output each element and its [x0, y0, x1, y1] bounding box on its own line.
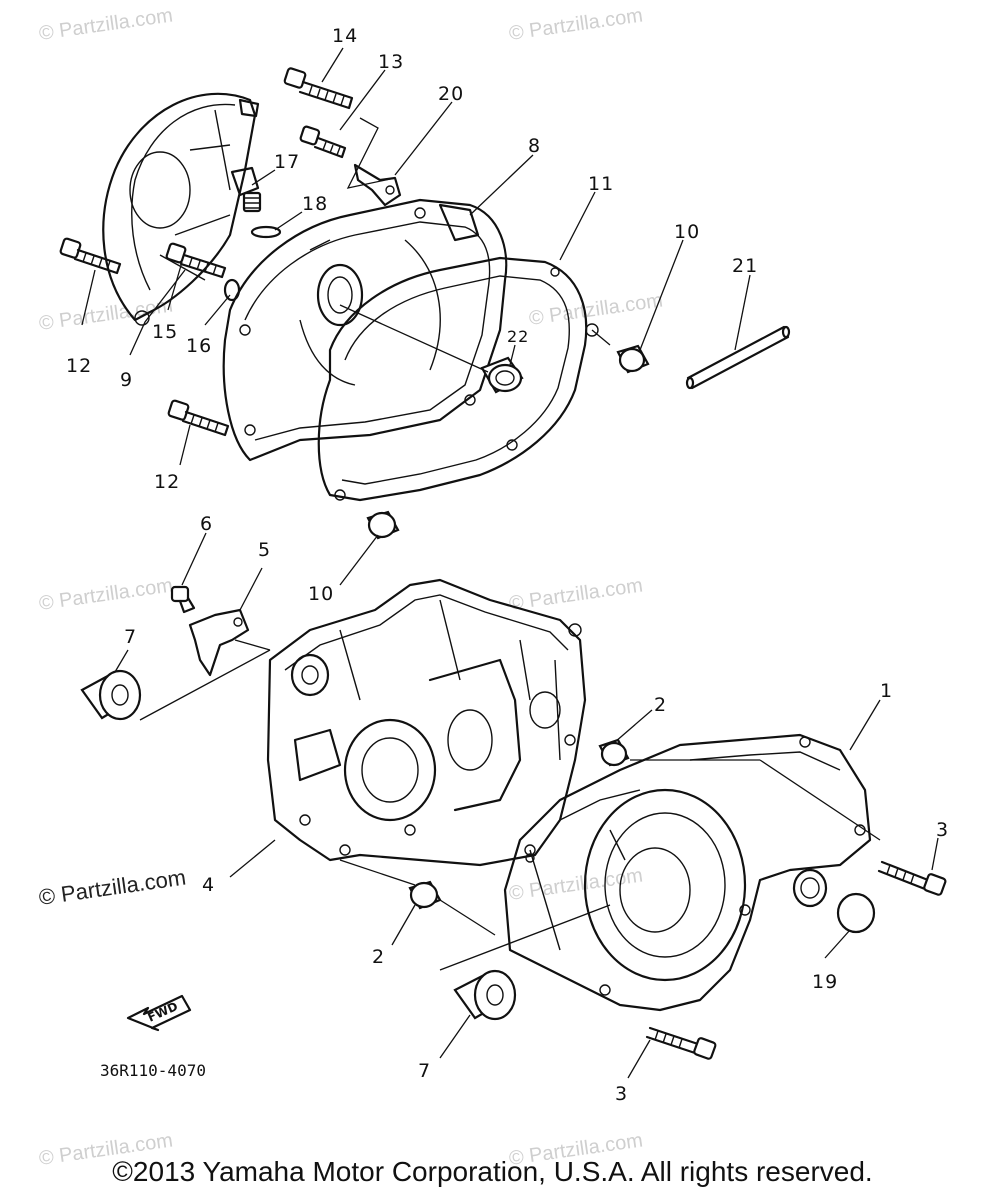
copyright-notice: ©2013 Yamaha Motor Corporation, U.S.A. A… — [112, 1156, 873, 1187]
watermark: © Partzilla.com — [38, 4, 175, 45]
part-10-collar-upper — [616, 344, 650, 374]
part-22-bearing — [480, 356, 524, 394]
part-2-collar-upper — [598, 738, 630, 767]
fwd-arrow-icon: FWD — [126, 994, 192, 1032]
part-label: 11 — [588, 173, 614, 195]
part-label: 21 — [732, 255, 758, 277]
part-3-bolt-right — [877, 860, 947, 896]
part-1-crankcase-right — [503, 733, 872, 1012]
part-11-gasket — [317, 256, 599, 502]
part-label: 9 — [120, 369, 133, 391]
part-label: 3 — [936, 819, 949, 841]
part-3-bolt-lower — [645, 1026, 717, 1060]
watermark: © Partzilla.com — [508, 574, 645, 615]
part-label: 5 — [258, 539, 271, 561]
watermark-strong: © Partzilla.com — [37, 865, 187, 910]
part-label: 1 — [880, 680, 893, 702]
leader-lines-upper — [81, 47, 751, 586]
watermark: © Partzilla.com — [528, 289, 665, 330]
part-17-plug — [230, 166, 262, 213]
part-label: 10 — [308, 583, 334, 605]
part-5-bracket — [188, 608, 250, 677]
part-label: 3 — [615, 1083, 628, 1105]
part-labels: 14 13 20 8 17 18 11 10 21 12 9 15 16 22 … — [66, 25, 949, 1105]
part-9-cover-plate — [102, 92, 260, 326]
part-label: 16 — [186, 335, 212, 357]
part-label: 2 — [654, 694, 667, 716]
part-8-crankcase-cover — [222, 198, 508, 462]
part-20-bracket — [353, 163, 402, 207]
part-label: 18 — [302, 193, 328, 215]
part-label: 10 — [674, 221, 700, 243]
part-label: 13 — [378, 51, 404, 73]
part-label: 12 — [66, 355, 92, 377]
part-label: 7 — [418, 1060, 431, 1082]
part-14-bolt — [283, 67, 354, 110]
part-13-bolt — [299, 125, 347, 159]
part-label: 14 — [332, 25, 358, 47]
part-label: 17 — [274, 151, 300, 173]
part-label: 20 — [438, 83, 464, 105]
diagram-code: 36R110-4070 — [100, 1061, 206, 1080]
part-10-collar-lower — [366, 510, 400, 540]
part-label: 6 — [200, 513, 213, 535]
part-15-bolt — [165, 242, 227, 279]
part-label: 4 — [202, 874, 215, 896]
part-2-collar-lower — [408, 880, 442, 910]
part-7-damper-upper — [80, 669, 142, 721]
part-4-crankcase-left — [266, 578, 587, 867]
part-7-damper-lower — [453, 969, 517, 1021]
part-6-screw — [170, 585, 196, 614]
part-19-cap — [836, 892, 876, 934]
part-label: 12 — [154, 471, 180, 493]
part-label: 2 — [372, 946, 385, 968]
part-label: 19 — [812, 971, 838, 993]
part-label: 8 — [528, 135, 541, 157]
leader-lines-lower — [114, 532, 939, 1079]
part-label: 15 — [152, 321, 178, 343]
part-18-o-ring — [250, 225, 282, 239]
part-12-bolt-upper — [59, 237, 122, 275]
part-label: 22 — [507, 327, 529, 346]
part-label: 7 — [124, 626, 137, 648]
watermark: © Partzilla.com — [508, 4, 645, 45]
watermark: © Partzilla.com — [38, 574, 175, 615]
part-12-bolt-lower — [167, 399, 230, 437]
part-21-pin — [685, 325, 791, 390]
